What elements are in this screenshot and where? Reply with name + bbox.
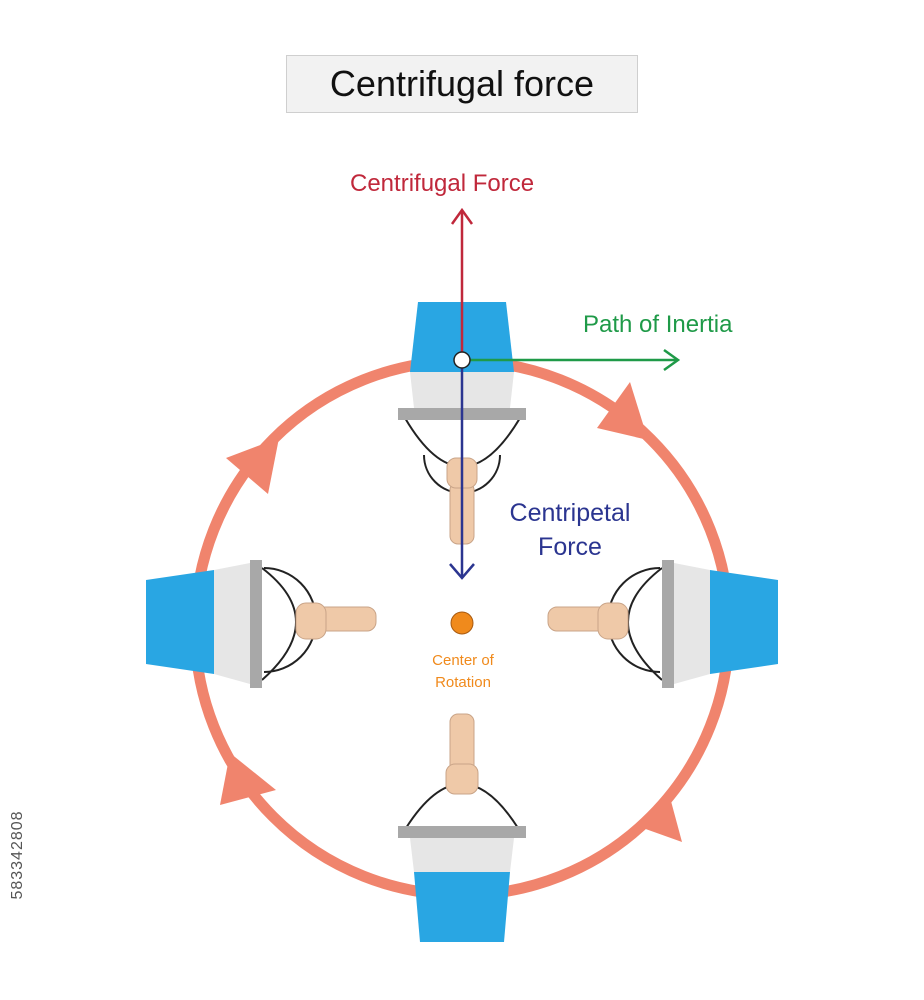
center-of-rotation-point	[450, 611, 474, 635]
rotation-arrowhead-bottom-left	[220, 753, 276, 805]
stock-id-text: 583342808	[9, 810, 26, 900]
center-label-line2: Rotation	[435, 674, 491, 691]
bucket-right	[607, 560, 778, 688]
stock-id-watermark: 583342808	[8, 760, 28, 950]
page-title: Centrifugal force	[286, 55, 638, 113]
rotation-arrowhead-bottom-right	[640, 790, 682, 842]
center-of-rotation-label: Center of Rotation	[408, 650, 518, 694]
centripetal-label-line2: Force	[538, 533, 602, 561]
hand-right	[547, 602, 629, 640]
centrifugal-force-label: Centrifugal Force	[350, 170, 535, 197]
bucket-left	[146, 560, 317, 688]
hand-bottom	[445, 713, 479, 795]
centripetal-label-line1: Centripetal	[509, 499, 631, 527]
bucket-bottom	[398, 783, 526, 942]
bucket-pivot-point	[453, 351, 471, 369]
page-title-text: Centrifugal force	[329, 63, 595, 104]
centripetal-force-arrow	[449, 360, 475, 580]
center-label-line1: Center of	[432, 652, 494, 669]
hand-left	[295, 602, 377, 640]
path-of-inertia-arrow	[462, 348, 681, 372]
centrifugal-force-arrow	[450, 207, 474, 360]
centripetal-force-label: Centripetal Force	[490, 496, 650, 564]
rotation-arrowhead-top-left	[226, 438, 279, 494]
path-of-inertia-label: Path of Inertia	[583, 311, 733, 338]
rotation-arrowhead-top-right	[597, 382, 648, 440]
